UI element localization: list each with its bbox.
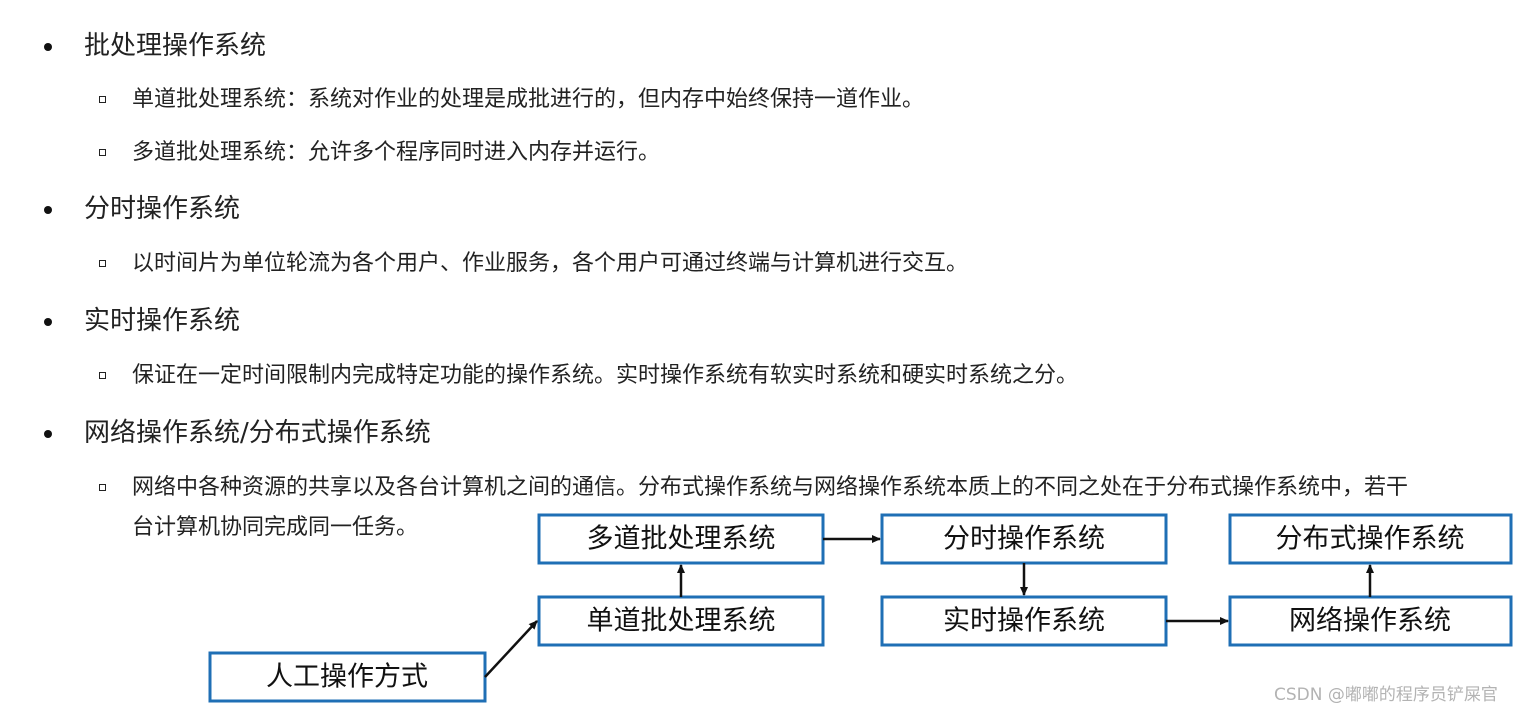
heading-time-sharing-os: 分时操作系统 bbox=[84, 194, 241, 224]
bullet-square-icon bbox=[99, 484, 106, 491]
watermark: CSDN @嘟嘟的程序员铲屎官 bbox=[1274, 685, 1498, 705]
bullet-dot-icon bbox=[44, 430, 52, 438]
arrow-manual-to-single bbox=[484, 620, 538, 678]
label-multi-batch: 多道批处理系统 bbox=[587, 524, 776, 555]
label-manual: 人工操作方式 bbox=[266, 662, 428, 693]
label-time-sharing: 分时操作系统 bbox=[943, 524, 1105, 555]
heading-real-time-os: 实时操作系统 bbox=[84, 306, 241, 336]
item-network-line2: 台计算机协同完成同一任务。 bbox=[132, 515, 419, 540]
bullet-dot-icon bbox=[44, 206, 52, 214]
item-single-batch: 单道批处理系统：系统对作业的处理是成批进行的，但内存中始终保持一道作业。 bbox=[132, 87, 925, 112]
box-network bbox=[1228, 595, 1513, 647]
box-manual bbox=[208, 651, 487, 703]
item-network-line1: 网络中各种资源的共享以及各台计算机之间的通信。分布式操作系统与网络操作系统本质上… bbox=[132, 475, 1409, 500]
box-multi-batch bbox=[537, 513, 825, 565]
heading-network-distributed-os: 网络操作系统/分布式操作系统 bbox=[84, 418, 431, 448]
bullet-square-icon bbox=[99, 260, 106, 267]
box-time-sharing bbox=[880, 513, 1168, 565]
item-real-time: 保证在一定时间限制内完成特定功能的操作系统。实时操作系统有软实时系统和硬实时系统… bbox=[132, 363, 1079, 388]
item-multi-batch: 多道批处理系统：允许多个程序同时进入内存并运行。 bbox=[132, 140, 661, 165]
bullet-dot-icon bbox=[44, 43, 52, 51]
box-single-batch bbox=[537, 595, 825, 647]
heading-batch-os: 批处理操作系统 bbox=[84, 31, 267, 61]
bullet-square-icon bbox=[99, 96, 106, 103]
item-time-sharing: 以时间片为单位轮流为各个用户、作业服务，各个用户可通过终端与计算机进行交互。 bbox=[132, 251, 969, 276]
label-single-batch: 单道批处理系统 bbox=[587, 606, 776, 637]
bullet-square-icon bbox=[99, 372, 106, 379]
bullet-square-icon bbox=[99, 149, 106, 156]
label-network: 网络操作系统 bbox=[1289, 606, 1451, 637]
box-real-time bbox=[880, 595, 1168, 647]
label-real-time: 实时操作系统 bbox=[943, 606, 1105, 637]
label-distributed: 分布式操作系统 bbox=[1276, 524, 1465, 555]
bullet-dot-icon bbox=[44, 318, 52, 326]
box-distributed bbox=[1228, 513, 1513, 565]
